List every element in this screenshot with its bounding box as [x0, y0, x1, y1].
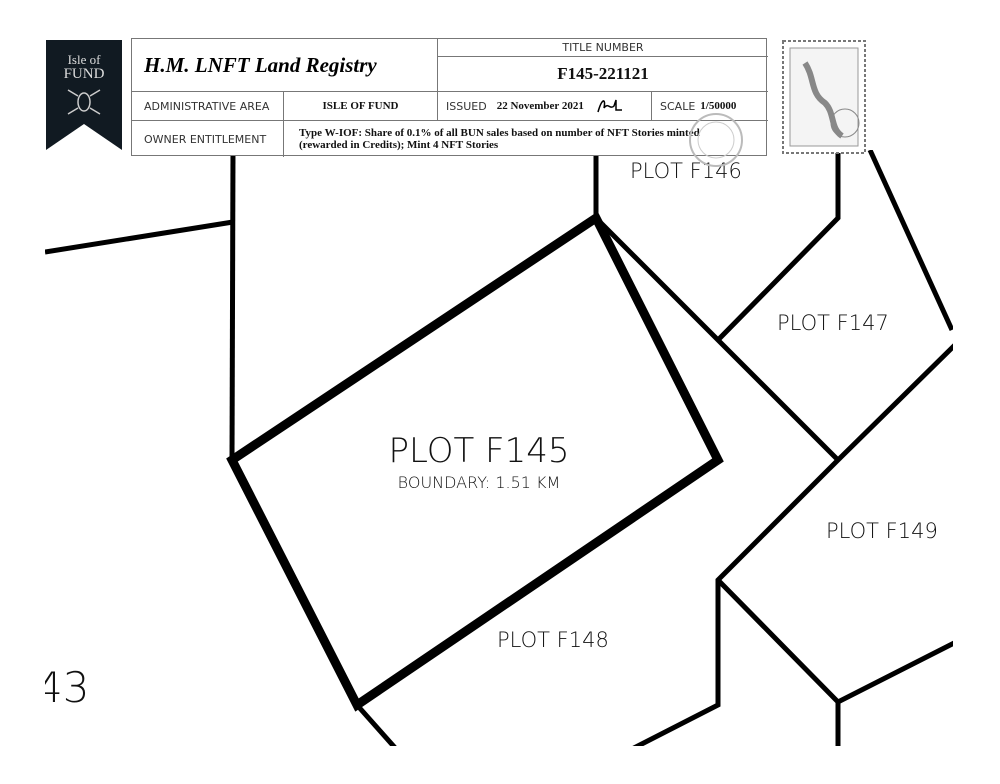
svg-text:Isle of: Isle of: [68, 52, 102, 67]
plot-f145-boundary: [226, 211, 724, 712]
postage-stamp-icon: [782, 40, 866, 154]
owner-entitlement-line2: (rewarded in Credits); Mint 4 NFT Storie…: [299, 139, 499, 151]
seal-stamp-icon: [689, 113, 743, 167]
issued-label: ISSUED: [446, 99, 487, 113]
admin-area-label: ADMINISTRATIVE AREA: [144, 99, 270, 113]
plot-boundaries: [45, 150, 953, 746]
plot-f148-label: PLOT F148: [497, 628, 609, 652]
isle-of-fund-logo: Isle of FUND: [46, 40, 122, 150]
title-number: F145-221121: [557, 64, 649, 83]
plot-f149-label: PLOT F149: [826, 519, 938, 543]
partial-plot-label: 43: [36, 663, 89, 712]
svg-text:FUND: FUND: [64, 66, 105, 82]
boundary-label: BOUNDARY: 1.51 KM: [398, 473, 561, 492]
frog-icon: [67, 89, 101, 115]
registry-title: H.M. LNFT Land Registry: [144, 52, 377, 77]
admin-area: ISLE OF FUND: [322, 100, 399, 112]
owner-entitlement-line1: Type W-IOF: Share of 0.1% of all BUN sal…: [299, 127, 700, 139]
main-plot-label: PLOT F145: [388, 431, 569, 471]
issued-date: 22 November 2021: [496, 100, 584, 112]
scale-value: 1/50000: [700, 100, 737, 112]
plot-f146-label: PLOT F146: [630, 159, 742, 183]
owner-entitlement-label: OWNER ENTITLEMENT: [144, 132, 267, 146]
plot-f147-label: PLOT F147: [777, 311, 889, 335]
title-number-label: TITLE NUMBER: [562, 41, 644, 54]
signature-icon: [597, 99, 622, 113]
registry-header: H.M. LNFT Land Registry TITLE NUMBER F14…: [131, 38, 768, 167]
scale-label: SCALE: [660, 99, 696, 113]
